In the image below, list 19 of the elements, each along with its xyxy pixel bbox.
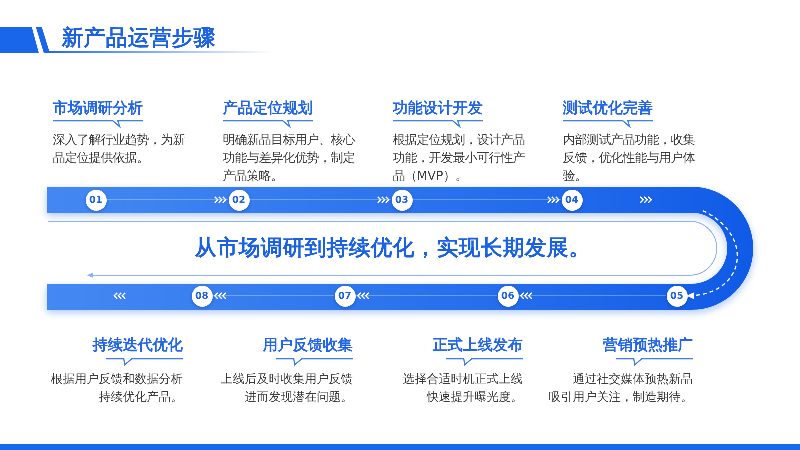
step-description: 深入了解行业趋势，为新品定位提供依据。 xyxy=(53,132,186,167)
step-description: 内部测试产品功能，收集反馈，优化性能与用户体验。 xyxy=(563,132,696,185)
step-title: 用户反馈收集 xyxy=(263,336,353,354)
step-title: 正式上线发布 xyxy=(433,336,523,354)
step-description: 上线后及时收集用户反馈进而发现潜在问题。 xyxy=(221,371,353,406)
step-title: 测试优化完善 xyxy=(563,99,653,117)
step-description: 选择合适时机正式上线快速提升曝光度。 xyxy=(403,371,523,406)
step-description: 通过社交媒体预热新品吸引用户关注，制造期待。 xyxy=(549,371,693,406)
step-description: 根据用户反馈和数据分析持续优化产品。 xyxy=(51,371,183,406)
step-title: 持续迭代优化 xyxy=(93,336,183,354)
step-title: 营销预热推广 xyxy=(603,336,693,354)
page-title: 新产品运营步骤 xyxy=(62,28,216,50)
step-title: 产品定位规划 xyxy=(223,99,313,117)
step-title: 市场调研分析 xyxy=(53,99,143,117)
step-title: 功能设计开发 xyxy=(393,99,483,117)
step-description: 明确新品目标用户、核心功能与差异化优势，制定产品策略。 xyxy=(223,132,356,185)
step-description: 根据定位规划，设计产品功能，开发最小可行性产品（MVP）。 xyxy=(393,132,526,185)
banner-pill xyxy=(48,221,718,276)
banner-text: 从市场调研到持续优化，实现长期发展。 xyxy=(195,236,591,262)
